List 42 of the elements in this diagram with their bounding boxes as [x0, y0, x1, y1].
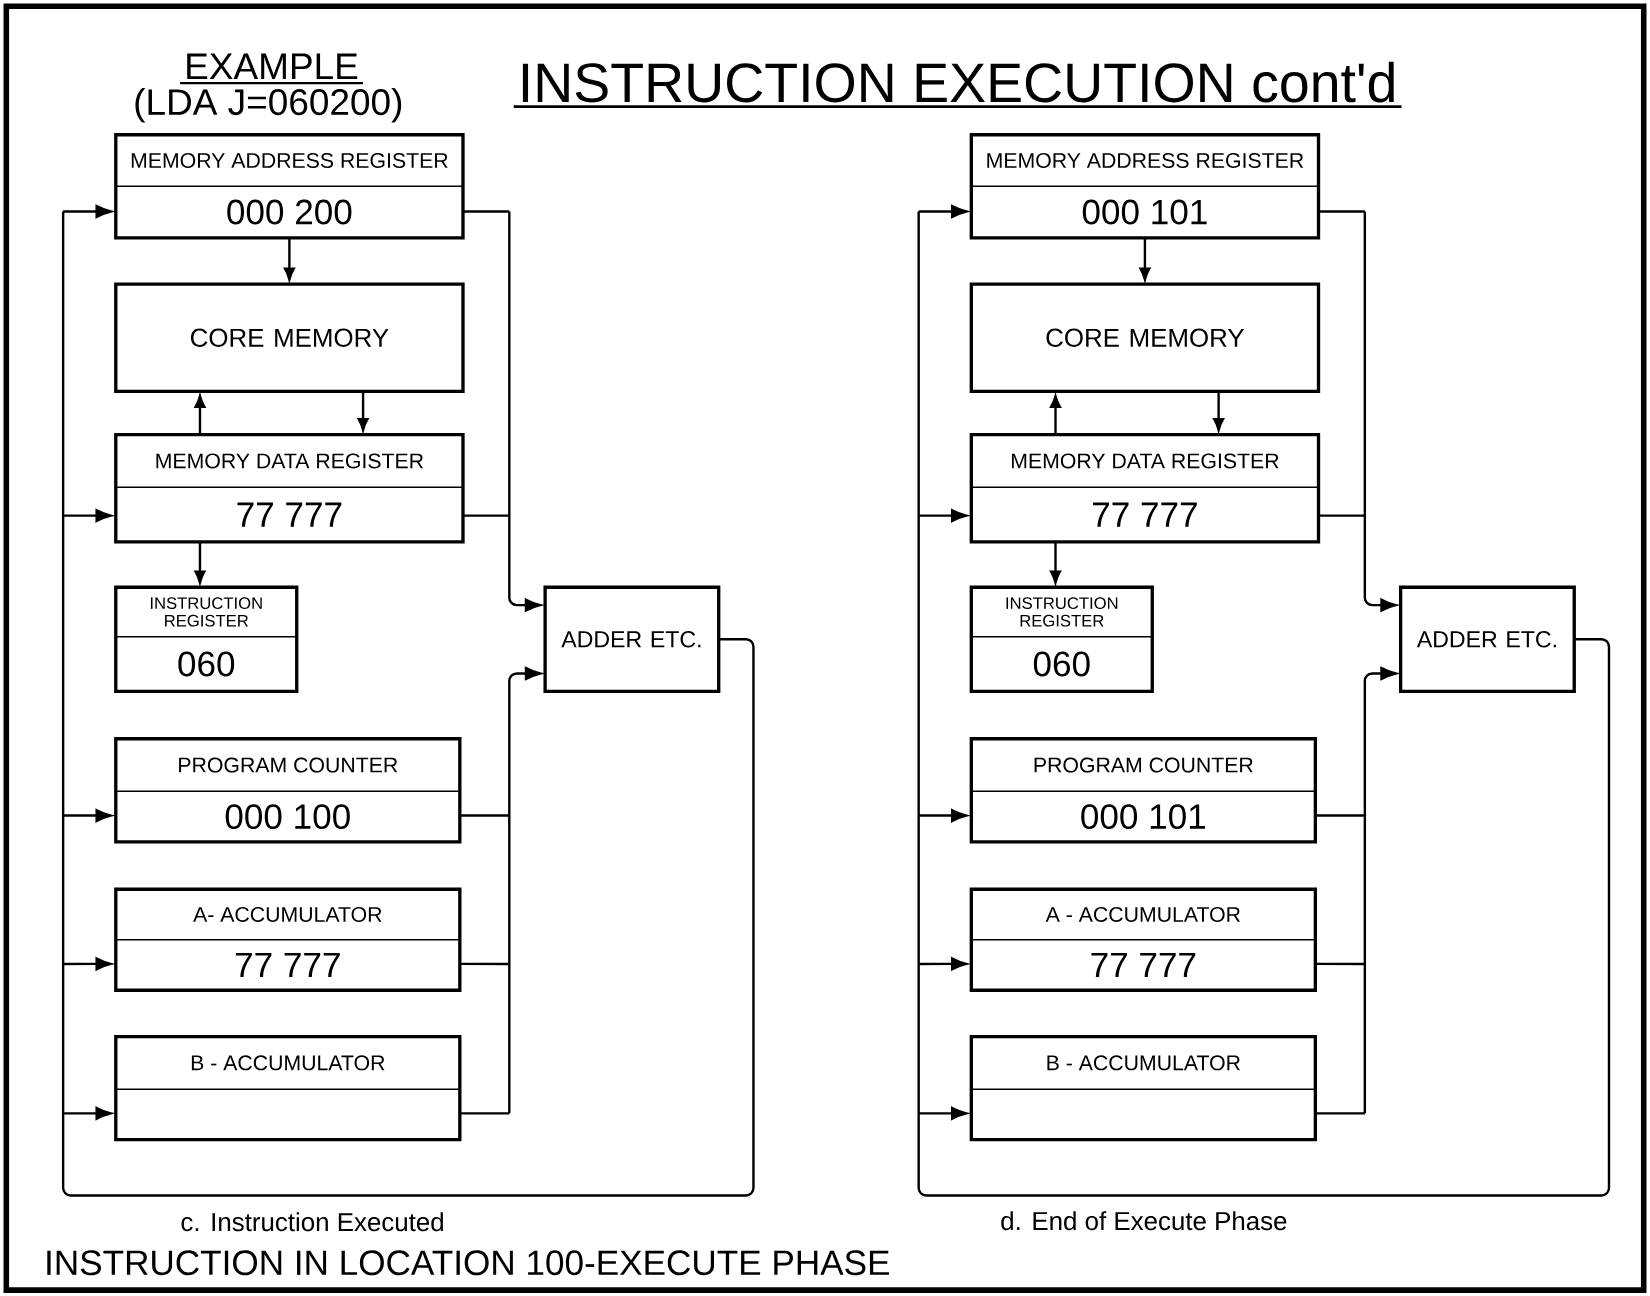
- register-box: B - ACCUMULATOR: [114, 1034, 462, 1142]
- bus-line: [61, 211, 755, 1197]
- title: INSTRUCTION EXECUTION cont'd: [513, 61, 1402, 108]
- register-box: INSTRUCTION REGISTER 060: [114, 585, 299, 693]
- arrow: [194, 394, 206, 435]
- register-box: MEMORY ADDRESS REGISTER 000 200: [114, 132, 465, 240]
- arrow: [918, 957, 968, 971]
- line: [1318, 210, 1365, 213]
- memory-box: CORE MEMORY: [969, 282, 1321, 393]
- register-box: MEMORY ADDRESS REGISTER 000 101: [969, 132, 1321, 240]
- line: [459, 1111, 510, 1115]
- register-box: PROGRAM COUNTER 000 101: [969, 736, 1317, 844]
- line: [1315, 962, 1365, 965]
- register-box: B - ACCUMULATOR: [969, 1034, 1317, 1142]
- arrow: [63, 957, 112, 971]
- line: [1315, 814, 1365, 817]
- register-box: A- ACCUMULATOR 77 777: [114, 887, 462, 992]
- line: [459, 962, 510, 965]
- bus-line: [508, 211, 542, 612]
- footer-text: INSTRUCTION IN LOCATION 100-EXECUTE PHASE: [47, 1250, 889, 1275]
- caption: d. End of Execute Phase: [1001, 1210, 1287, 1230]
- adder-box: ADDER ETC.: [1398, 585, 1576, 693]
- bus-line: [917, 211, 1611, 1197]
- line: [1315, 1111, 1365, 1115]
- arrow: [194, 541, 206, 584]
- caption: c. Instruction Executed: [181, 1212, 443, 1232]
- register-box: PROGRAM COUNTER 000 100: [114, 736, 462, 844]
- line: [459, 814, 510, 817]
- adder-box: ADDER ETC.: [543, 585, 721, 693]
- arrow: [1139, 237, 1151, 281]
- register-box: A - ACCUMULATOR 77 777: [969, 887, 1317, 992]
- line: [1318, 514, 1365, 517]
- arrow: [357, 391, 369, 431]
- register-box: INSTRUCTION REGISTER 060: [969, 585, 1154, 693]
- heading: EXAMPLE: [180, 53, 363, 84]
- line: [463, 210, 510, 213]
- line: [463, 514, 510, 517]
- arrow: [1049, 394, 1062, 435]
- memory-box: CORE MEMORY: [114, 282, 465, 393]
- register-box: MEMORY DATA REGISTER 77 777: [969, 432, 1321, 544]
- register-box: MEMORY DATA REGISTER 77 777: [114, 432, 465, 544]
- bus-line: [1363, 211, 1397, 612]
